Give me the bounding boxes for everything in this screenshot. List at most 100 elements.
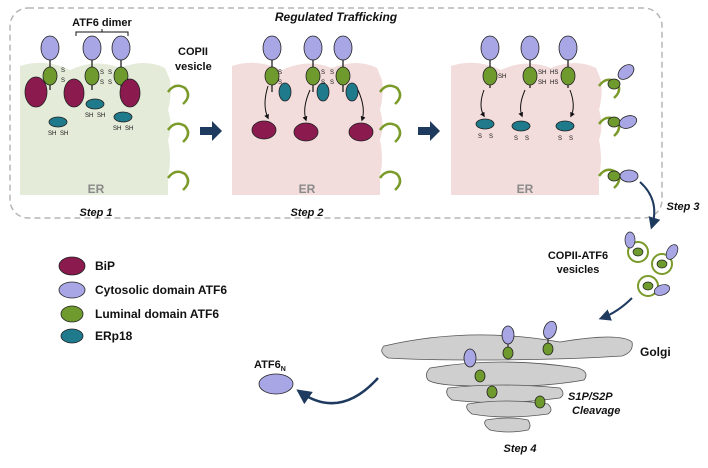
cytosolic-domain — [40, 35, 60, 61]
luminal-domain — [42, 66, 58, 86]
disulfide-s: S — [558, 136, 562, 142]
erp18 — [48, 116, 68, 128]
disulfide-s: S — [278, 70, 282, 76]
disulfide-s: S — [278, 80, 282, 86]
vesicle-to-golgi-arrow — [598, 297, 633, 321]
step-2-label: Step 2 — [290, 207, 323, 219]
legend: BiP Cytosolic domain ATF6 Luminal domain… — [58, 256, 227, 344]
erp18 — [345, 82, 359, 102]
step-4-label: Step 4 — [503, 443, 536, 455]
disulfide-s: S — [108, 70, 112, 76]
cytosolic-domain — [520, 35, 540, 61]
copii-vesicle-label-line1: COPII — [178, 46, 208, 58]
erp18 — [85, 98, 105, 110]
cleavage-label-2: Cleavage — [572, 405, 620, 417]
disulfide-s: S — [525, 136, 529, 142]
legend-label-bip: BiP — [95, 259, 115, 273]
thiol-sh: SH — [498, 74, 506, 80]
thiol-sh: SH — [538, 70, 546, 76]
erp18 — [278, 82, 292, 102]
thiol-sh: SH — [97, 113, 105, 119]
golgi-atf6 — [463, 320, 557, 409]
copii-vesicle-label-line2: vesicle — [175, 61, 212, 73]
cytosolic-domain — [480, 35, 500, 61]
regulated-trafficking-frame — [9, 7, 663, 219]
luminal-domain — [113, 66, 129, 86]
legend-label-cytosolic: Cytosolic domain ATF6 — [95, 283, 227, 297]
disulfide-s: S — [61, 68, 65, 74]
disulfide-s: S — [330, 70, 334, 76]
luminal-domain — [305, 66, 321, 86]
frame-title: Regulated Trafficking — [275, 10, 398, 24]
atf6-dimer-label: ATF6 dimer — [72, 17, 132, 29]
luminal-domain — [84, 66, 100, 86]
step3-atf6-group: SH SH SH HS HS S S S S S S — [475, 35, 578, 142]
er-label-1: ER — [88, 182, 105, 196]
thiol-sh: SH — [125, 126, 133, 132]
bip — [24, 76, 48, 108]
erp18 — [511, 120, 531, 132]
atf6n-label: ATF6N — [254, 359, 286, 373]
golgi-stack — [381, 334, 633, 433]
disulfide-s: S — [569, 136, 573, 142]
er-label-2: ER — [299, 182, 316, 196]
erp18 — [316, 82, 330, 102]
thiol-hs: HS — [550, 80, 558, 86]
thiol-sh: SH — [538, 80, 546, 86]
legend-swatch-luminal — [60, 305, 84, 323]
disulfide-s: S — [100, 80, 104, 86]
step-1-label: Step 1 — [79, 207, 112, 219]
bip — [293, 122, 319, 142]
disulfide-s: S — [321, 80, 325, 86]
atf6-dimer-bracket — [75, 29, 129, 36]
copii-atf6-vesicles — [624, 231, 679, 297]
bip — [63, 78, 85, 108]
disulfide-s: S — [478, 134, 482, 140]
disulfide-s: S — [108, 80, 112, 86]
step-3-label: Step 3 — [666, 201, 699, 213]
step-arrow-1-2 — [200, 121, 222, 141]
erp18 — [475, 118, 495, 130]
legend-swatch-bip — [58, 256, 86, 276]
cytosolic-domain — [111, 35, 131, 61]
luminal-domain — [482, 66, 498, 86]
step-arrow-2-3 — [418, 121, 440, 141]
cleavage-to-atf6n-arrow — [296, 377, 379, 405]
copii-atf6-label-line1: COPII-ATF6 — [548, 250, 608, 262]
copii-buds-step1 — [166, 84, 190, 191]
luminal-domain — [560, 66, 576, 86]
cleavage-label-1: S1P/S2P — [568, 391, 613, 403]
cytosolic-domain — [262, 35, 282, 61]
bip — [348, 122, 374, 142]
disulfide-s: S — [514, 136, 518, 142]
thiol-sh: SH — [48, 131, 56, 137]
thiol-sh: SH — [85, 113, 93, 119]
legend-label-erp18: ERp18 — [95, 329, 133, 343]
erp18 — [555, 120, 575, 132]
luminal-domain — [335, 66, 351, 86]
luminal-domain — [264, 66, 280, 86]
luminal-domain — [522, 66, 538, 86]
step3-flow-arrow — [639, 181, 661, 230]
thiol-hs: HS — [550, 70, 558, 76]
bip — [119, 78, 141, 108]
legend-swatch-cytosolic — [58, 281, 86, 299]
copii-atf6-label-line2: vesicles — [557, 264, 600, 276]
cytosolic-domain — [558, 35, 578, 61]
disulfide-s: S — [330, 80, 334, 86]
legend-swatch-erp18 — [60, 328, 84, 344]
golgi-label: Golgi — [640, 345, 671, 359]
copii-buds-step2 — [378, 84, 402, 191]
step2-atf6-group: S S S S S S — [251, 35, 374, 142]
cytosolic-domain — [333, 35, 353, 61]
er-label-3: ER — [517, 182, 534, 196]
atf6n-fragment — [258, 373, 294, 395]
cytosolic-domain — [303, 35, 323, 61]
disulfide-s: S — [321, 70, 325, 76]
erp18 — [113, 111, 133, 123]
bip — [251, 120, 277, 140]
copii-buds-step3 — [597, 64, 639, 189]
disulfide-s: S — [100, 70, 104, 76]
